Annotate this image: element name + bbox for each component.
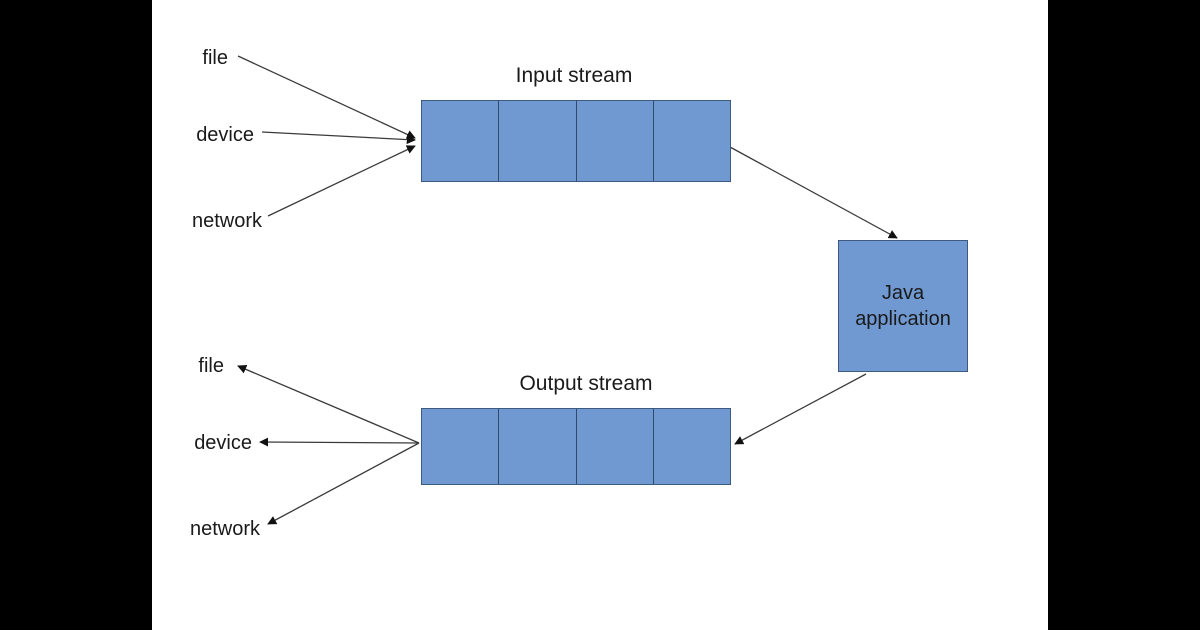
input-stream-cell (422, 101, 500, 181)
output-stream-cell (654, 409, 730, 484)
output-stream-cell (577, 409, 654, 484)
output-destination-label-file: file (198, 355, 224, 377)
letterbox-right-bar (1048, 0, 1200, 630)
input-source-label-device: device (196, 124, 254, 146)
letterbox-left-bar (0, 0, 152, 630)
arrow-application-to-output-stream (734, 373, 867, 445)
output-stream-title: Output stream (519, 372, 653, 395)
input-source-label-file: file (202, 47, 228, 69)
input-stream-cell (577, 101, 654, 181)
connector-arrows-layer (237, 55, 898, 525)
java-application-box: Java application (838, 240, 968, 372)
output-stream-cell (499, 409, 577, 484)
java-application-label: Java application (855, 280, 951, 332)
arrow-network-to-input-stream (267, 145, 416, 217)
input-stream-box (421, 100, 731, 182)
output-destination-label-device: device (194, 432, 252, 454)
arrow-output-stream-to-file (237, 365, 420, 444)
output-destination-label-network: network (189, 518, 260, 540)
arrow-input-stream-to-application (729, 146, 898, 239)
output-stream-box (421, 408, 731, 485)
input-stream-cell (654, 101, 730, 181)
input-stream-cell (499, 101, 577, 181)
arrow-file-to-input-stream (237, 55, 416, 139)
arrow-device-to-input-stream (261, 131, 416, 145)
output-stream-cell (422, 409, 500, 484)
input-stream-title: Input stream (515, 64, 633, 87)
arrow-output-stream-to-network (267, 442, 420, 525)
java-application-label-line1: Java (881, 282, 925, 304)
input-source-label-network: network (191, 210, 262, 232)
diagram-surface: file device network Input stream Java ap… (152, 0, 1048, 630)
arrow-output-stream-to-device (259, 437, 420, 447)
java-application-label-line2: application (855, 308, 951, 330)
